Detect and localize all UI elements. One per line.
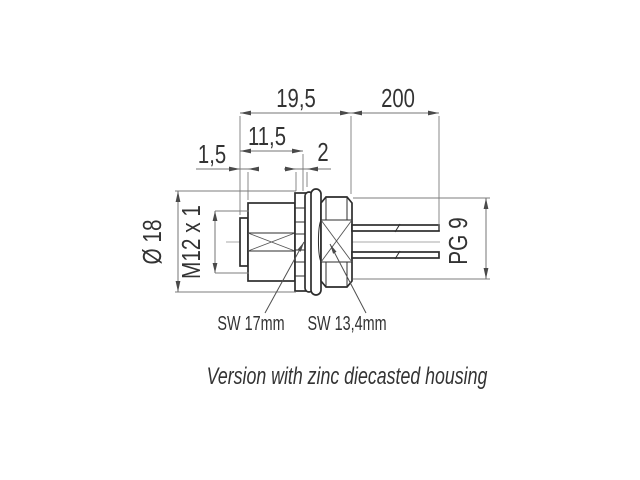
caption: Version with zinc diecasted housing	[207, 364, 488, 390]
dim-19-5: 19,5	[239, 84, 352, 215]
thread-symbol	[247, 232, 296, 252]
dim-m12: M12 x 1	[177, 205, 249, 279]
dim-m12-label: M12 x 1	[177, 205, 206, 279]
wire-bottom	[351, 251, 440, 259]
dim-2-label: 2	[317, 138, 328, 167]
dim-11-5: 11,5	[240, 122, 304, 191]
leader-sw134-label: SW 13,4mm	[307, 312, 386, 335]
hex-nut	[317, 196, 353, 288]
dim-pg9-label: PG 9	[444, 217, 473, 264]
dim-pg9: PG 9	[353, 197, 490, 280]
dim-1-5-label: 1,5	[198, 140, 226, 169]
wires	[351, 223, 440, 260]
dim-dia-18: Ø 18	[138, 190, 296, 293]
wire-break-mark	[394, 223, 401, 233]
dim-1-5: 1,5	[196, 140, 259, 200]
leader-sw17: SW 17mm	[217, 241, 305, 335]
dim-dia-18-label: Ø 18	[138, 219, 167, 264]
front-step	[239, 217, 249, 267]
leader-sw17-label: SW 17mm	[217, 312, 284, 335]
dim-2: 2	[284, 138, 331, 191]
dim-200-label: 200	[381, 84, 415, 113]
wire-break-mark	[394, 250, 401, 260]
dim-200: 200	[351, 84, 440, 230]
leader-sw134: SW 13,4mm	[307, 243, 387, 335]
dim-11-5-label: 11,5	[248, 122, 286, 151]
dim-19-5-label: 19,5	[276, 84, 315, 113]
wire-top	[351, 224, 440, 232]
